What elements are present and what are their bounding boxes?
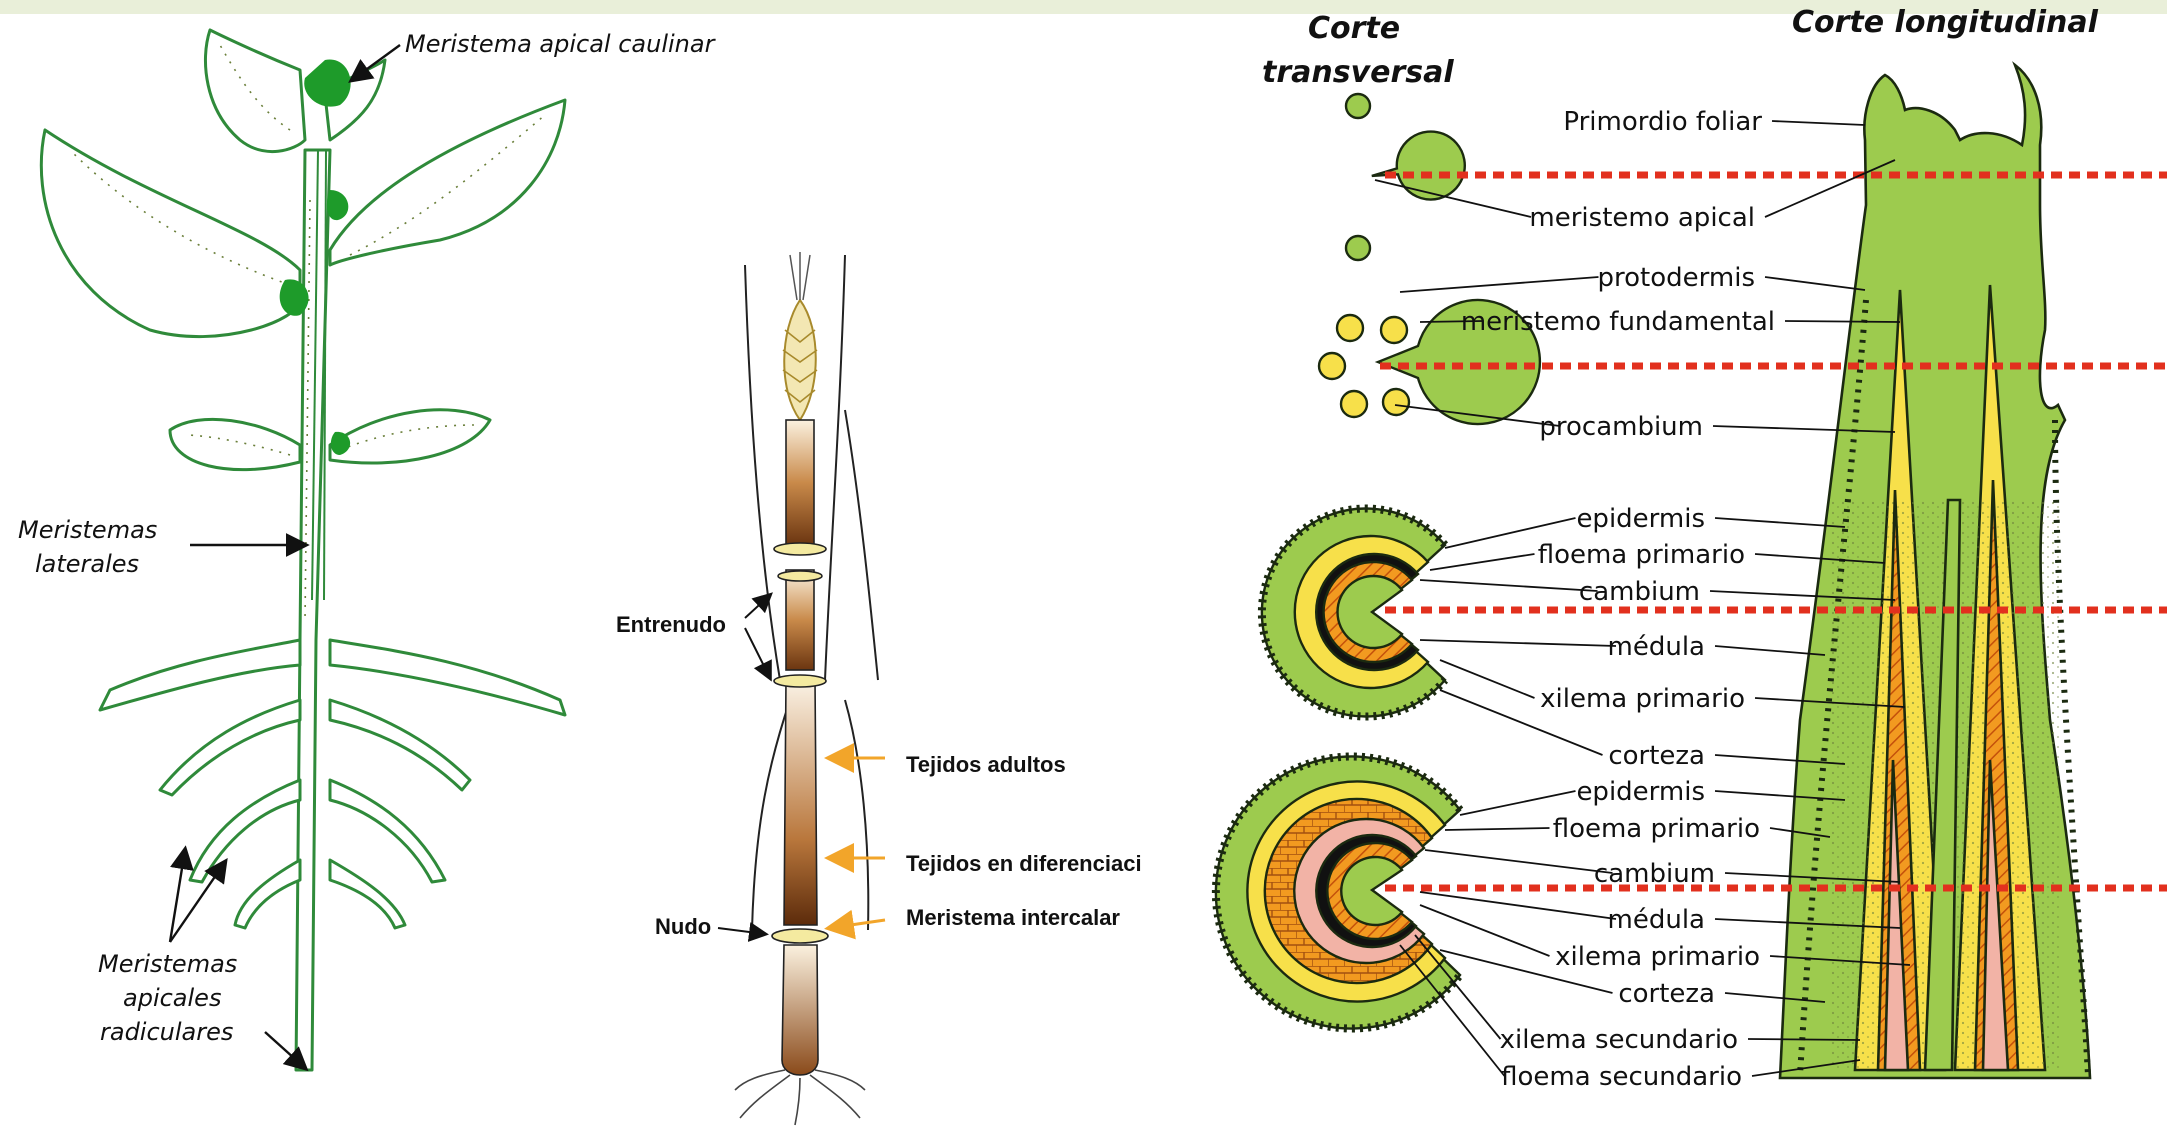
section-label: Primordio foliar: [1563, 107, 1762, 137]
leader-line-left: [1420, 892, 1616, 919]
label-root-3: radiculares: [100, 1018, 233, 1046]
axillary-meristem-1: [327, 190, 348, 220]
leaf-mid-left: [170, 419, 300, 469]
leader-line-right: [1765, 277, 1865, 290]
section-label: corteza: [1608, 741, 1705, 771]
leaf-upper-left: [41, 130, 300, 337]
leader-line-left: [1400, 277, 1599, 292]
leaf-upper-right: [330, 100, 565, 265]
leader-line-right: [1785, 321, 1900, 322]
leader-line-left: [1420, 580, 1598, 591]
ts-apical-meristem: [1366, 126, 1470, 209]
leader-line-left: [1420, 905, 1550, 956]
internode-top: [786, 420, 814, 545]
label-lateral-1: Meristemas: [18, 516, 157, 544]
section-label: floema primario: [1553, 814, 1760, 844]
leader-line-left: [1445, 828, 1550, 830]
section-label: xilema primario: [1540, 684, 1745, 714]
section-label: floema primario: [1538, 540, 1745, 570]
section-label: epidermis: [1576, 777, 1705, 807]
section-label: meristemo apical: [1529, 203, 1755, 233]
section-label: corteza: [1618, 979, 1715, 1009]
leader-line-right: [1772, 121, 1865, 125]
leader-line-left: [1420, 321, 1484, 322]
leader-line-right: [1748, 1039, 1860, 1040]
section-label: meristemo fundamental: [1461, 307, 1775, 337]
leader-line-left: [1430, 554, 1535, 570]
section-label: médula: [1608, 905, 1705, 935]
section-label: procambium: [1539, 412, 1703, 442]
ts-leaf-primordium-top: [1346, 94, 1370, 118]
internode-mid: [786, 570, 814, 670]
leaf-mid-right: [330, 410, 490, 463]
section-label: cambium: [1594, 859, 1715, 889]
label-shoot-apical: Meristema apical caulinar: [405, 30, 717, 58]
section-label: protodermis: [1598, 263, 1755, 293]
label-adult-tissue: Tejidos adultos: [906, 752, 1066, 777]
leader-line-left: [1440, 660, 1535, 698]
section-label: médula: [1608, 632, 1705, 662]
plant-roots: [100, 640, 565, 928]
node-2: [778, 571, 822, 581]
label-internode: Entrenudo: [616, 612, 726, 637]
header-longitudinal: Corte longitudinal: [1792, 5, 2099, 40]
header-transverse-2: transversal: [1262, 55, 1454, 90]
section-label: floema secundario: [1501, 1062, 1742, 1092]
section-label: xilema secundario: [1500, 1025, 1738, 1055]
node-3: [774, 675, 826, 687]
ts-primary-growth: [1262, 509, 1445, 717]
internode-lower: [784, 680, 817, 925]
grass-labels: Entrenudo Nudo Tejidos adultos Tejidos e…: [616, 595, 1142, 939]
section-label: xilema primario: [1555, 942, 1760, 972]
label-root-2: apicales: [123, 984, 221, 1012]
leader-line-left: [1425, 850, 1613, 873]
label-intercalary-meristem: Meristema intercalar: [906, 905, 1120, 930]
section-label: cambium: [1579, 577, 1700, 607]
longitudinal-section: [1780, 65, 2090, 1078]
shoot-apical-meristem: [304, 60, 350, 107]
grass-stem-illustration: [735, 252, 878, 1125]
node-1: [774, 543, 826, 555]
section-headers: Corte transversal Corte longitudinal: [1262, 5, 2099, 90]
label-differentiating-tissue: Tejidos en diferenciaci: [906, 851, 1142, 876]
label-root-1: Meristemas: [98, 950, 237, 978]
internode-base: [782, 945, 818, 1075]
ts-leaf-primordium-bottom: [1346, 236, 1370, 260]
label-node: Nudo: [655, 914, 711, 939]
node-4: [772, 929, 828, 943]
leader-line-left: [1460, 791, 1576, 815]
section-label: epidermis: [1576, 504, 1705, 534]
label-lateral-2: laterales: [35, 550, 139, 578]
header-transverse-1: Corte: [1308, 11, 1400, 46]
leader-line-left: [1420, 640, 1616, 646]
leaf-top-left: [205, 30, 305, 152]
